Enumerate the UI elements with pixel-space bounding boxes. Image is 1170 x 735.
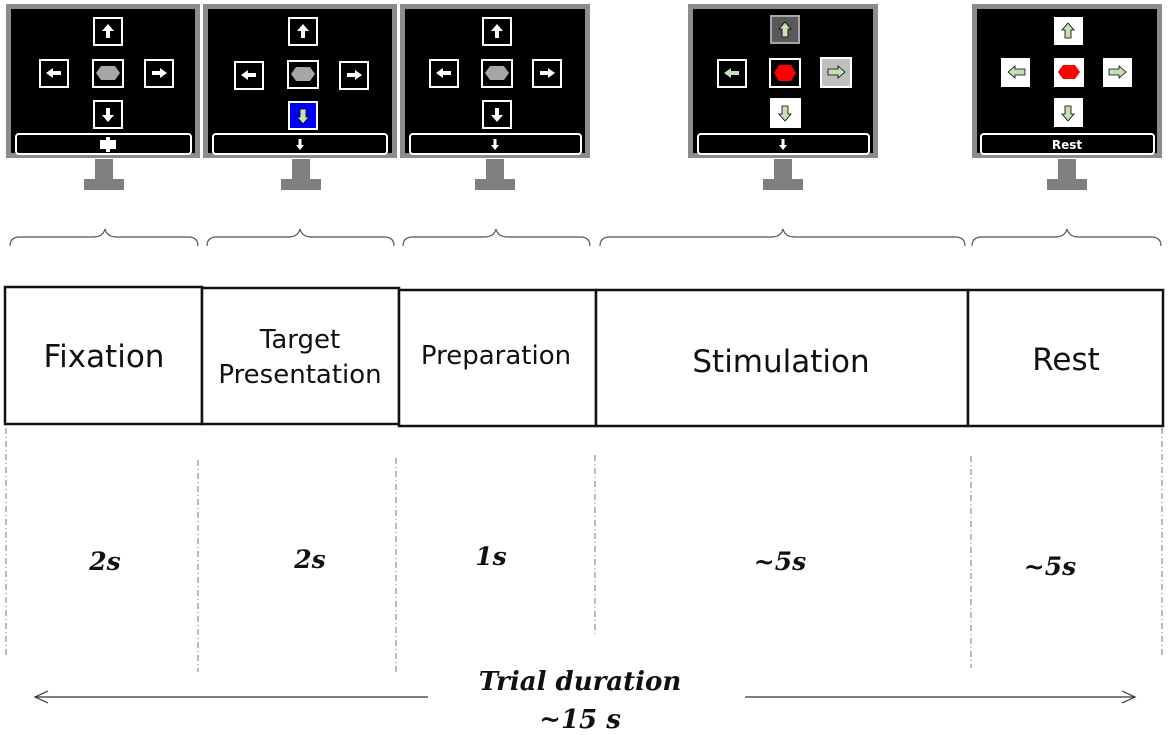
brace-fixation — [9, 228, 199, 247]
arrow-left-icon — [436, 68, 451, 78]
target-box-highlighted — [288, 101, 318, 130]
arrow-left-box — [1001, 58, 1030, 87]
brace-target-presentation — [206, 228, 395, 247]
arrow-right-head-icon — [1121, 690, 1137, 704]
arrow-down-icon — [1061, 105, 1075, 122]
phase-box-stimulation — [594, 288, 970, 428]
duration-fixation: 2s — [88, 547, 120, 576]
arrow-up-icon — [102, 24, 114, 38]
stop-hexagon-icon — [774, 65, 796, 81]
arrow-down-icon — [296, 108, 310, 125]
arrow-right-icon — [827, 65, 846, 79]
arrow-down-box — [1054, 98, 1083, 127]
phase-dividers — [5, 428, 1163, 672]
arrow-down-icon — [491, 108, 503, 122]
monitor-preparation — [400, 4, 590, 190]
cue-bar — [980, 133, 1155, 155]
phase-label-preparation: Preparation — [421, 341, 571, 371]
arrow-up-icon — [778, 21, 792, 38]
arrow-right-icon — [347, 70, 362, 80]
arrow-right-box — [820, 57, 852, 88]
arrow-right-box — [144, 59, 174, 88]
monitor-rest: Rest — [972, 4, 1162, 190]
hexagon-icon — [485, 66, 509, 80]
arrow-left-icon — [724, 68, 739, 78]
duration-preparation: 1s — [475, 542, 506, 571]
arrow-up-box — [93, 17, 123, 46]
monitor-fixation — [6, 4, 200, 190]
arrow-left-box — [429, 59, 459, 88]
arrow-down-box — [93, 100, 123, 129]
brace-preparation — [402, 228, 591, 247]
fixation-cross-icon — [100, 137, 116, 152]
phase-label-rest: Rest — [1032, 342, 1100, 378]
arrow-left-box — [39, 59, 69, 88]
monitor-target-presentation — [203, 4, 397, 190]
phase-label-stimulation: Stimulation — [692, 344, 869, 380]
arrow-up-icon — [491, 24, 503, 38]
duration-rest: ~5s — [1024, 552, 1076, 581]
hexagon-icon — [291, 67, 315, 81]
stop-hexagon-icon — [1058, 65, 1080, 79]
arrow-left-icon — [46, 68, 61, 78]
arrow-down-box — [770, 98, 801, 128]
trial-duration-label: Trial duration — [479, 667, 682, 697]
arrow-down-icon — [102, 108, 114, 122]
arrow-up-box — [482, 17, 512, 46]
hexagon-icon — [96, 66, 120, 80]
arrow-right-box — [532, 59, 562, 88]
arrow-left-icon — [1007, 65, 1026, 79]
rest-bar-text: Rest — [1052, 138, 1083, 152]
center-box — [481, 59, 513, 88]
arrow-right-icon — [152, 68, 167, 78]
phase-box-preparation — [397, 288, 598, 428]
phase-label-target-line2: Presentation — [218, 360, 381, 390]
duration-target-presentation: 2s — [293, 545, 325, 574]
arrow-right-icon — [1108, 65, 1127, 79]
center-box — [287, 60, 319, 89]
arrow-up-box — [288, 17, 318, 46]
duration-stimulation: ~5s — [754, 547, 806, 576]
center-box — [769, 58, 801, 88]
arrow-up-box — [1054, 17, 1083, 45]
phase-box-target-presentation — [200, 286, 401, 426]
arrow-down-icon — [778, 105, 792, 122]
arrow-right-icon — [540, 68, 555, 78]
phase-label-fixation: Fixation — [44, 339, 165, 375]
phase-braces — [9, 228, 1162, 247]
center-box — [92, 59, 124, 88]
phase-boxes — [3, 285, 1165, 428]
arrow-down-icon — [779, 139, 787, 150]
arrow-up-icon — [297, 24, 309, 38]
arrow-left-box — [717, 59, 747, 88]
phase-box-rest — [966, 288, 1165, 428]
trial-duration-arrow — [33, 690, 1137, 704]
phase-label-target-line1: Target — [259, 325, 340, 355]
arrow-down-icon — [296, 139, 304, 150]
brace-stimulation — [599, 228, 966, 247]
arrow-up-box — [770, 15, 800, 44]
arrow-up-icon — [1061, 22, 1075, 39]
arrow-down-icon — [491, 139, 499, 150]
center-box — [1054, 58, 1084, 87]
brace-rest — [971, 228, 1162, 247]
arrow-left-box — [234, 61, 264, 90]
arrow-down-box — [482, 100, 512, 129]
arrow-left-head-icon — [33, 690, 49, 704]
monitor-stimulation — [688, 4, 878, 190]
arrow-right-box — [1103, 58, 1132, 87]
arrow-right-box — [339, 61, 369, 90]
trial-duration-value: ~15 s — [539, 705, 621, 735]
arrow-left-icon — [241, 70, 256, 80]
